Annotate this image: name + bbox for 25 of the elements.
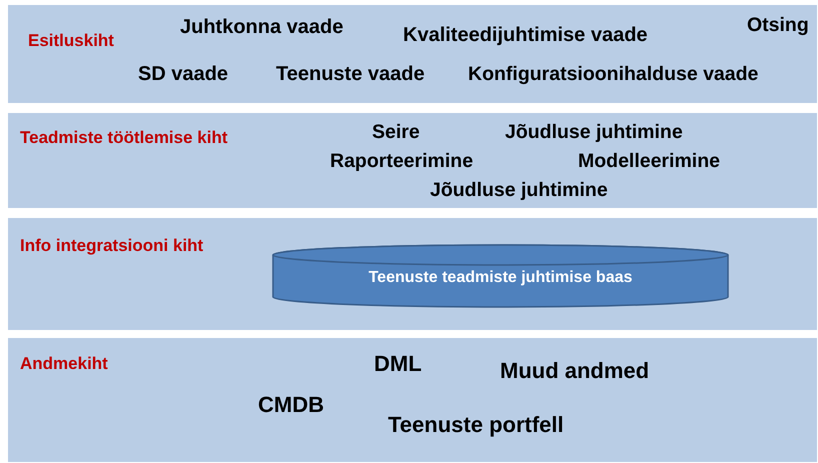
layer-title: Info integratsiooni kiht (20, 235, 204, 256)
component-label: Jõudluse juhtimine (430, 179, 608, 202)
component-label: Teenuste vaade (276, 63, 425, 86)
layer-band (8, 113, 817, 208)
component-label: Konfiguratsioonihalduse vaade (468, 63, 758, 86)
component-label: SD vaade (138, 63, 228, 86)
layer-band (8, 338, 817, 462)
layer-band (8, 5, 817, 103)
component-label: Teenuste portfell (388, 412, 564, 438)
component-label: CMDB (258, 392, 324, 418)
component-label: DML (374, 351, 422, 376)
component-label: Otsing (747, 14, 809, 36)
database-cylinder (273, 245, 728, 307)
layer-title: Teadmiste töötlemise kiht (20, 127, 229, 148)
component-label: Seire (372, 121, 420, 144)
database-label: Teenuste teadmiste juhtimise baas (368, 269, 634, 287)
component-label: Juhtkonna vaade (180, 16, 344, 39)
component-label: Kvaliteedijuhtimise vaade (403, 24, 648, 47)
component-label: Modelleerimine (578, 150, 720, 172)
layer-title: Andmekiht (20, 353, 109, 374)
component-label: Muud andmed (500, 358, 650, 384)
layer-band (8, 218, 817, 330)
layer-title: Esitluskiht (28, 30, 115, 51)
component-label: Jõudluse juhtimine (505, 121, 683, 144)
component-label: Raporteerimine (330, 150, 474, 172)
